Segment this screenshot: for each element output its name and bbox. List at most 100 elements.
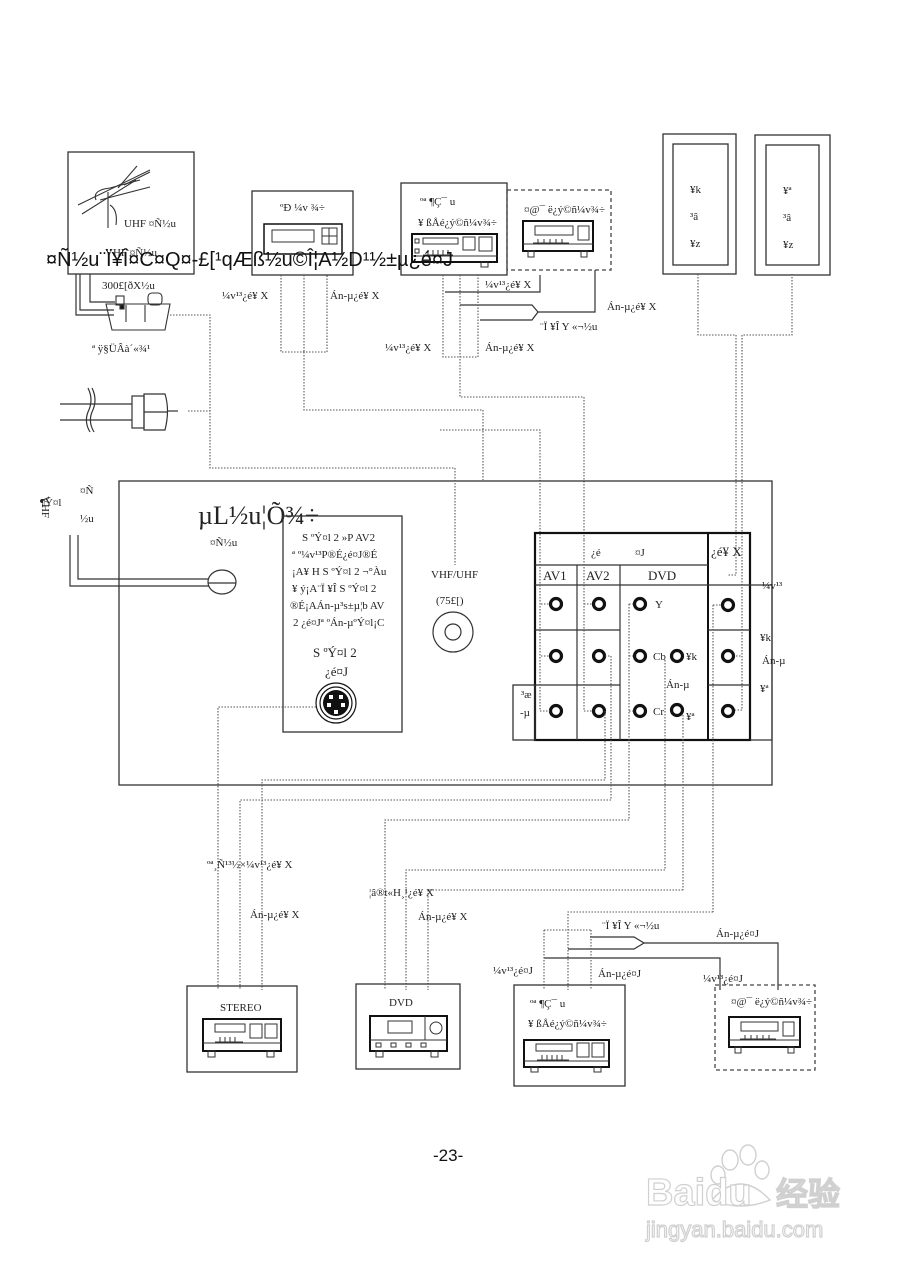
dvd-cr-label: Cr <box>653 706 664 718</box>
col-dvd: DVD <box>648 568 676 583</box>
stereo-in-label: ºª¸Ñ¹³½×¼v¹³¿é¥ X <box>207 859 292 871</box>
av2-video-jack[interactable] <box>591 596 607 612</box>
tv-video-out-label: ¼v¹³¿é¥ X <box>222 290 268 302</box>
dvd-label: DVD <box>389 997 413 1009</box>
svideo-note-line: 2 ¿é¤Jª ºÁn-µºÝ¤l¡C <box>293 617 384 629</box>
col-av1: AV1 <box>543 568 567 583</box>
coax-plug-icon <box>60 387 178 433</box>
col-av2: AV2 <box>586 568 610 583</box>
speaker-right-text: ¥z <box>690 238 701 250</box>
tv-box <box>251 190 354 276</box>
tv-device: ºÐ ¼v ¾÷ ¼v¹³¿é¥ X Án-µ¿é¥ X <box>222 190 484 480</box>
av2-audio-r-jack[interactable] <box>591 648 607 664</box>
vcr-icon <box>728 1016 801 1054</box>
uhf-antenna-label: UHF ¤Ñ½u <box>124 218 176 230</box>
balun-adapter-icon <box>105 292 171 331</box>
vhf-mid1: ¤Ñ <box>80 485 94 497</box>
antenna-icon <box>77 165 151 228</box>
vcr-icon <box>411 233 498 268</box>
page-number: -23- <box>433 1146 463 1165</box>
speaker-right-text: ³â <box>690 211 698 223</box>
stereo-audio-label: Án-µ¿é¥ X <box>250 909 299 921</box>
connector-panel: ¿é ¤J ¿é¥ X AV1 AV2 DVD Y Cb Cr ¥k Án-µ … <box>512 531 785 912</box>
stereo-label: STEREO <box>220 1002 262 1014</box>
watermark-url: jingyan.baidu.com <box>645 1217 823 1242</box>
out-video-label: ¼v¹³ <box>762 580 783 592</box>
audio-in-r-label: Án-µ¿é¤J <box>716 928 760 940</box>
vcr-video-out-a: ¼v¹³¿é¥ X <box>485 279 531 291</box>
side-label-a: ³æ <box>521 689 532 701</box>
out-audio-r-jack[interactable] <box>720 648 736 664</box>
dvd-audio-r-jack[interactable] <box>669 648 685 664</box>
adapter-label: ª ÿ§ÜÂà´«¾¹ <box>92 343 150 355</box>
out-audio-label: Án-µ <box>762 655 785 667</box>
vcr-bottom-device: ºª ¶Ç¯ u ¥ ßÅé¿ý©ñ¼v¾÷ <box>513 984 626 1087</box>
vcr-top-device: ºª ¶Ç¯ u ¥ ßÅé¿ý©ñ¼v¾÷ ¤@¯ ë¿ý©ñ¼v¾÷ ¼v¹… <box>385 182 656 540</box>
svideo-note-line: ª º¼v¹³P®É¿é¤J®É <box>292 549 378 561</box>
vcr-video-out-b: ¼v¹³¿é¥ X <box>385 342 431 354</box>
vcr-bottom-line2: ¥ ßÅé¿ý©ñ¼v¾÷ <box>528 1018 607 1030</box>
watermark-brand-cn: 经验 <box>776 1176 840 1212</box>
av2-audio-l-jack[interactable] <box>591 703 607 719</box>
svideo-note-line: ®É¡AÁn-µ³s±µ¦b AV <box>290 600 384 612</box>
input-header-a: ¿é <box>591 547 601 559</box>
vcr-audio-out-a: Án-µ¿é¥ X <box>607 301 656 313</box>
dvd-y-jack[interactable] <box>632 596 648 612</box>
watermark-brand: Baidu <box>646 1172 752 1214</box>
dvd-cb-jack[interactable] <box>632 648 648 664</box>
vhf-terminal-label: ¶Ý¤l <box>40 497 61 509</box>
dvd-cr-jack[interactable] <box>632 703 648 719</box>
vhf-side-label: VHF <box>39 496 51 518</box>
video-in-a-label: ¼v¹³¿é¤J <box>493 965 534 977</box>
svideo-jack-icon <box>315 682 357 724</box>
speaker-left-text: ¥ª <box>783 185 793 197</box>
tv-audio-out-label: Án-µ¿é¥ X <box>330 290 379 302</box>
output-header: ¿é¥ X <box>711 544 742 559</box>
rf-input-jack[interactable] <box>432 611 474 653</box>
overlay-heading: ¤Ñ½u¨Ï¥Î¤C¤Q¤-£[¹qÆß½u©Î¦A½D¹½±µ¿é¤J <box>46 247 453 271</box>
speaker-left-text: ¥z <box>783 239 794 251</box>
svideo-note-line: ¥ ý¡A¨Ï ¥Î S ºÝ¤l 2 <box>292 583 376 595</box>
out-video-jack[interactable] <box>720 597 736 613</box>
dvd-audio-l-jack[interactable] <box>669 702 685 718</box>
dvd-cb-label: Cb <box>653 651 666 663</box>
audio-in-a-label: Án-µ¿é¤J <box>598 968 642 980</box>
vcr-audio-out-b: Án-µ¿é¥ X <box>485 342 534 354</box>
vcr-icon <box>522 220 594 258</box>
input-header-b: ¤J <box>635 547 646 559</box>
speaker-right-text: ¥k <box>690 184 702 196</box>
out-audio-l-jack[interactable] <box>720 703 736 719</box>
dvd-audio-label: Án-µ <box>666 679 689 691</box>
impedance-label: (75£[) <box>436 595 464 607</box>
speaker-right: ¥k ³â ¥z <box>662 133 737 275</box>
svideo-title: S ºÝ¤l 2 <box>313 645 357 660</box>
dvd-player-icon <box>369 1015 448 1058</box>
vcr-icon <box>523 1039 610 1073</box>
dvd-device: DVD <box>355 983 461 1070</box>
antenna-jack-label: ¤Ñ½u <box>210 537 238 549</box>
vcr-bottom-line1: ºª ¶Ç¯ u <box>530 998 566 1010</box>
svideo-panel <box>282 515 403 733</box>
dvd-y-label: Y <box>655 599 663 611</box>
dvd-in-label: ¦â®t«H¸¹¿é¥ X <box>369 887 434 899</box>
av1-audio-r-jack[interactable] <box>548 648 564 664</box>
dashed-vcr-top-label: ¤@¯ ë¿ý©ñ¼v¾÷ <box>524 204 605 216</box>
vhf-mid2: ½u <box>80 513 94 525</box>
av1-audio-l-jack[interactable] <box>548 703 564 719</box>
baidu-watermark: Baidu 经验 jingyan.baidu.com <box>644 1144 841 1243</box>
video-in-b-label: ¼v¹³¿é¤J <box>703 973 744 985</box>
vcr-svideo-cable: ¨Ï ¥Î Y «¬½u <box>540 321 598 333</box>
av1-video-jack[interactable] <box>548 596 564 612</box>
dvd-l-label: ¥ª <box>686 711 696 723</box>
dvd-r-label: ¥k <box>686 651 698 663</box>
vhf-antenna-label: VHF ¤Ñ½u <box>105 247 157 259</box>
speaker-left-text: ³â <box>783 212 791 224</box>
out-l-label: ¥ª <box>760 683 770 695</box>
dvd-audio-label-b: Án-µ¿é¥ X <box>418 911 467 923</box>
vcr-top-line1: ºª ¶Ç¯ u <box>420 196 456 208</box>
vcr-bottom-dashed-device: ¤@¯ ë¿ý©ñ¼v¾÷ <box>714 984 816 1071</box>
svideo-note-line: S ºÝ¤l 2 »P AV2 <box>302 532 375 544</box>
svideo-note-line: ¡A¥ H S ºÝ¤l 2 ¬°Àu <box>292 566 387 578</box>
antenna-group: UHF ¤Ñ½u VHF ¤Ñ½u 300£[ðX½u ª ÿ§ÜÂà´«¾¹ <box>67 151 456 480</box>
